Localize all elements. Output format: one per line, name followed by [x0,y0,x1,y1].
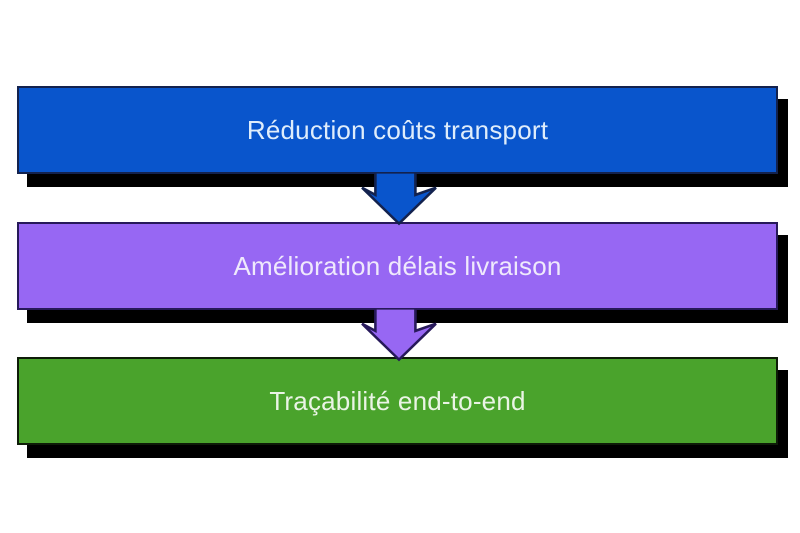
step-box-tracabilite-end-to-end: Traçabilité end-to-end [17,357,778,445]
step-box-amelioration-delais-livraison: Amélioration délais livraison [17,222,778,310]
step-box-reduction-couts-transport: Réduction coûts transport [17,86,778,174]
step-label: Traçabilité end-to-end [269,385,526,416]
step-label: Réduction coûts transport [246,114,549,145]
down-arrow-icon [361,172,437,226]
step-label: Amélioration délais livraison [233,250,562,281]
down-arrow-icon [361,308,437,362]
